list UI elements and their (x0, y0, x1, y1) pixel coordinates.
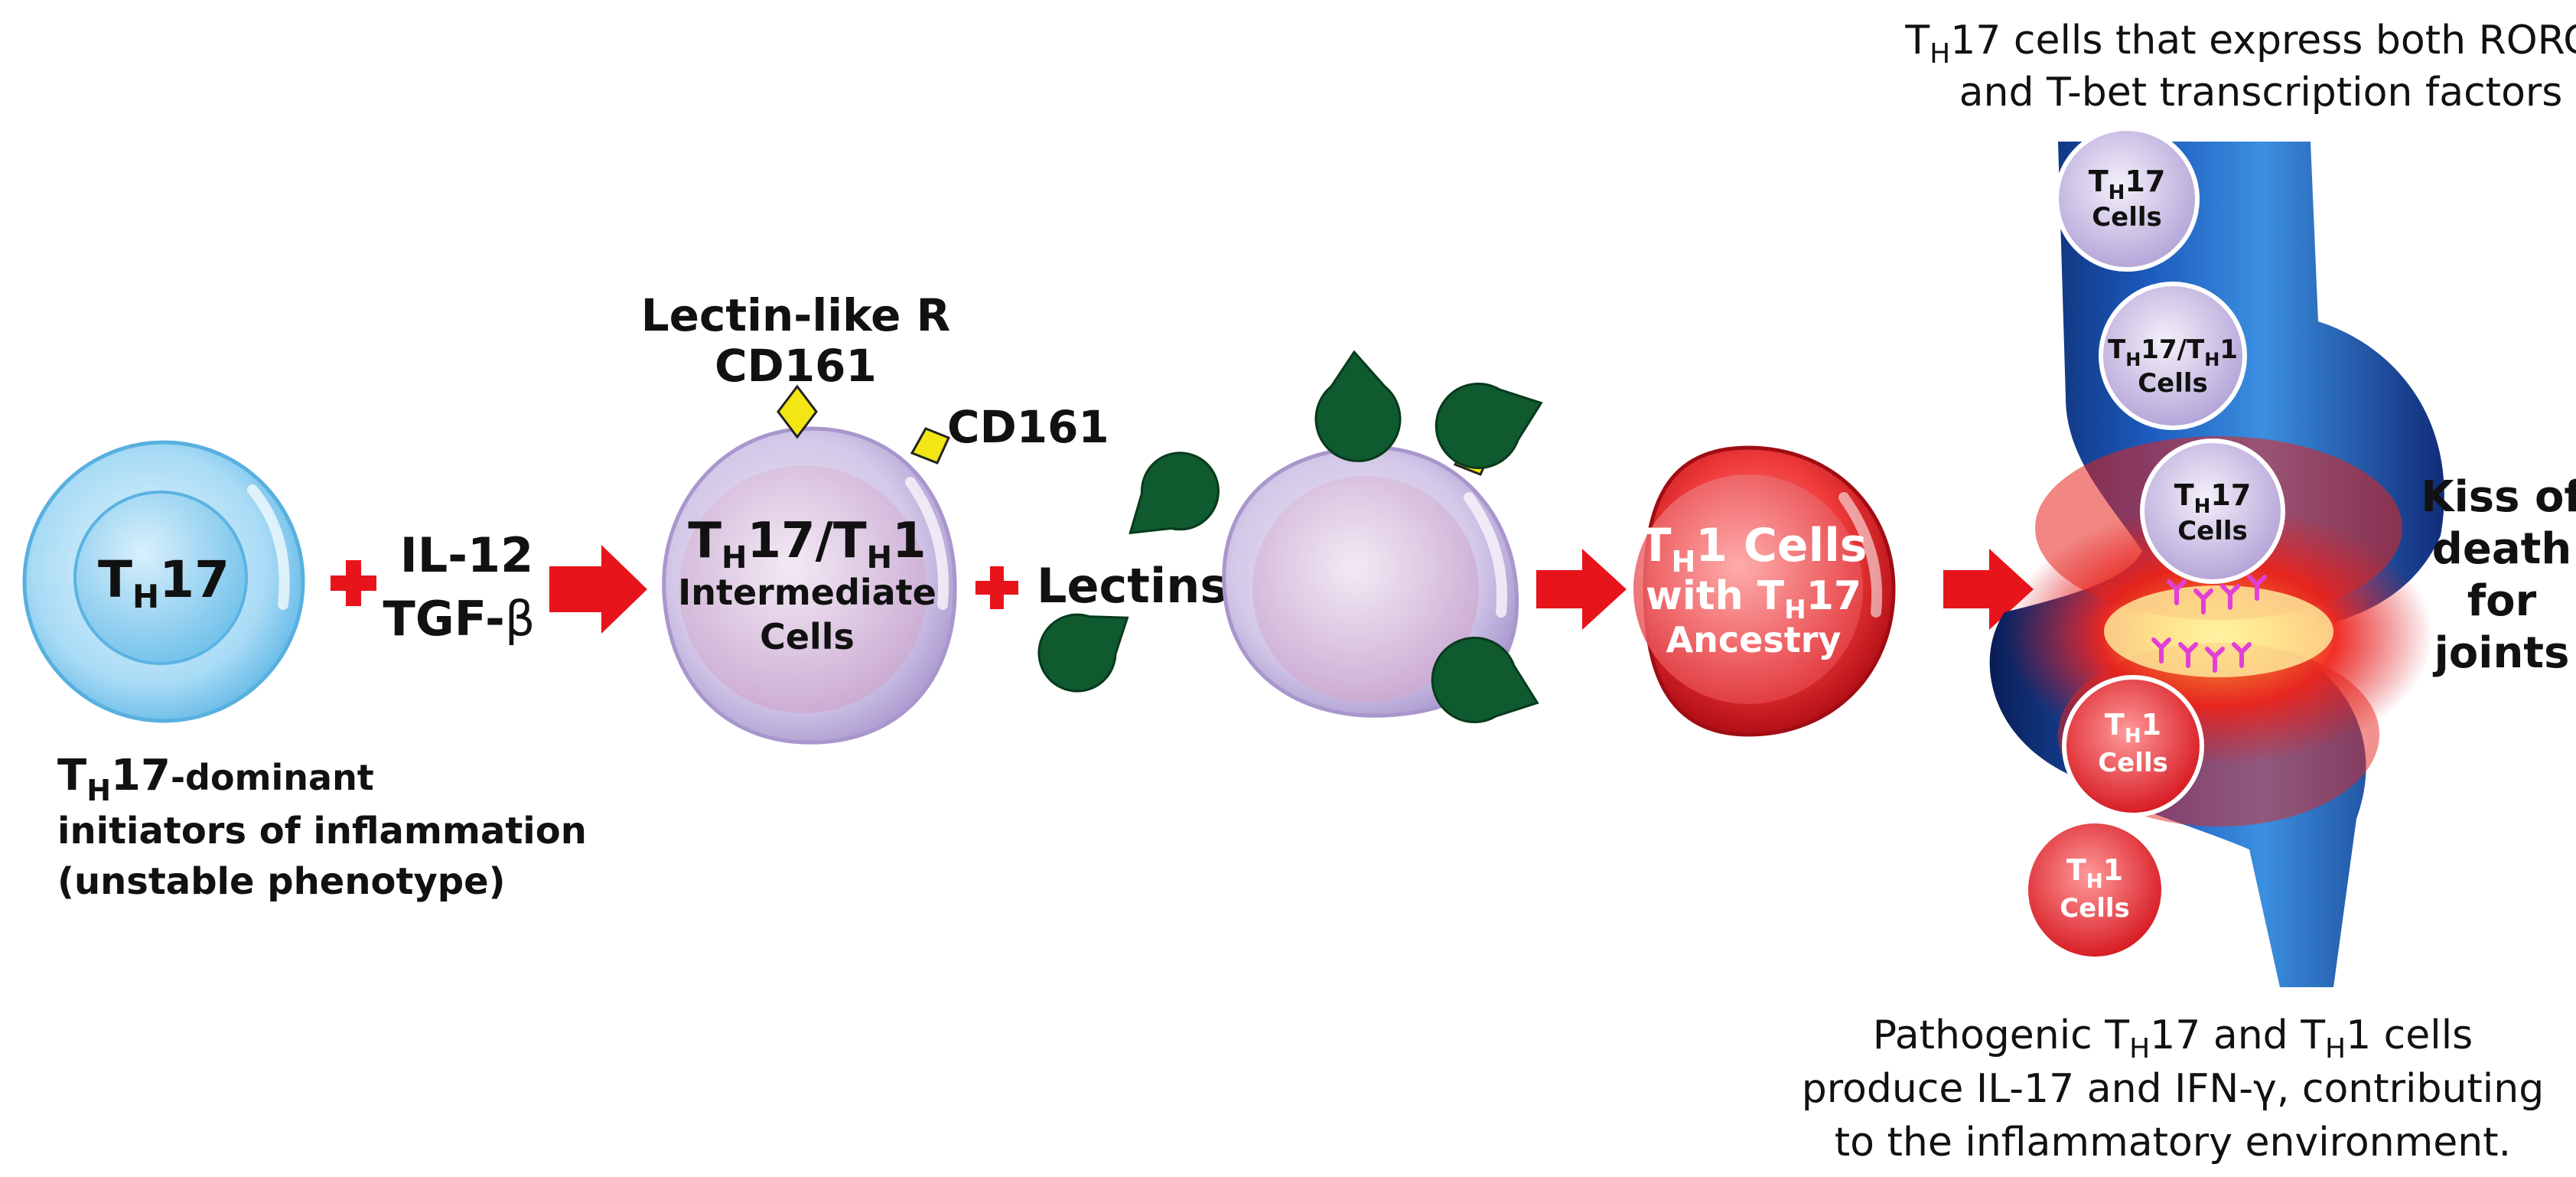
receptor-label-side: CD161 (947, 401, 1109, 453)
plus-icon (975, 566, 1018, 609)
joint-cell-th17-middle: TH17 Cells (2140, 439, 2285, 584)
svg-text:TH1: TH1 (2066, 853, 2123, 893)
lectin-bound-cell (1222, 445, 1519, 718)
stimulus-lectins: Lectins (1037, 558, 1228, 614)
receptor-label-top: Lectin-like R CD161 (641, 289, 951, 392)
svg-text:TGF-β: TGF-β (383, 591, 536, 647)
svg-text:Lectin-like R: Lectin-like R (641, 289, 951, 341)
svg-text:initiators of inflammation: initiators of inflammation (57, 810, 587, 853)
svg-text:CD161: CD161 (715, 340, 877, 392)
lectin-icon (1037, 613, 1129, 693)
lectin-icon (1431, 637, 1539, 724)
joint-cell-th1-upper: TH1 Cells (2062, 675, 2204, 817)
top-caption: TH17 cells that express both RORC2 and T… (1904, 18, 2576, 116)
th17-cell-label: TH17 (98, 550, 230, 615)
intermediate-cell: TH17/TH1 Intermediate Cells (662, 426, 957, 745)
joint-cell-th1-lower: TH1 Cells (2024, 819, 2166, 961)
svg-text:to the inflammatory environmen: to the inflammatory environment. (1835, 1120, 2511, 1166)
arrow-icon (549, 545, 647, 634)
svg-text:TH17: TH17 (2089, 165, 2166, 204)
svg-text:death: death (2432, 524, 2572, 574)
initiator-caption: TH17-dominant initiators of inflammation… (57, 751, 587, 903)
intermediate-cell-label: TH17/TH1 (688, 513, 926, 575)
svg-text:Cells: Cells (2177, 516, 2248, 546)
svg-text:TH1 Cells: TH1 Cells (1640, 519, 1868, 579)
bottom-caption: Pathogenic TH17 and TH1 cells produce IL… (1802, 1012, 2544, 1166)
joint-cell-th17-top: TH17 Cells (2054, 126, 2200, 272)
svg-text:Pathogenic TH17 and TH1 cells: Pathogenic TH17 and TH1 cells (1873, 1012, 2473, 1065)
svg-text:Kiss of: Kiss of (2421, 472, 2576, 522)
svg-text:TH17: TH17 (2174, 478, 2252, 518)
lectin-icon (1128, 452, 1220, 535)
svg-text:and T-bet transcription factor: and T-bet transcription factors (1959, 70, 2563, 116)
kiss-of-death-label: Kiss of death for joints (2421, 472, 2576, 678)
lectin-icon (1314, 350, 1402, 462)
svg-text:Cells: Cells (760, 616, 855, 657)
svg-text:for: for (2467, 576, 2537, 626)
plus-icon (331, 560, 376, 606)
antibody-icons (2151, 575, 2267, 673)
stimulus-il12-tgfb: IL-12 TGF-β (383, 527, 536, 647)
svg-text:Cells: Cells (2138, 368, 2208, 399)
cd161-receptor-icon (910, 427, 951, 465)
svg-text:TH1: TH1 (2105, 708, 2161, 748)
lectin-icon (1435, 382, 1543, 469)
th17-initiator-cell: TH17 (22, 440, 305, 723)
svg-text:Ancestry: Ancestry (1666, 619, 1842, 660)
svg-text:Cells: Cells (2092, 202, 2162, 233)
svg-text:TH17 cells that express both R: TH17 cells that express both RORC2 (1904, 18, 2576, 70)
svg-text:with TH17: with TH17 (1646, 573, 1861, 625)
svg-text:(unstable phenotype): (unstable phenotype) (57, 860, 506, 903)
svg-text:Cells: Cells (2098, 748, 2168, 778)
svg-text:joints: joints (2433, 628, 2570, 678)
th1-ancestry-cell: TH1 Cells with TH17 Ancestry (1633, 445, 1896, 737)
svg-text:TH17-dominant: TH17-dominant (57, 751, 374, 807)
arrow-icon (1536, 549, 1627, 630)
cd161-receptor-icon (777, 384, 818, 439)
svg-text:Cells: Cells (2060, 893, 2130, 924)
svg-text:IL-12: IL-12 (400, 527, 534, 583)
svg-text:TH17/TH1: TH17/TH1 (2108, 334, 2238, 370)
svg-text:Intermediate: Intermediate (678, 572, 936, 613)
joint-cell-th17-th1: TH17/TH1 Cells (2099, 282, 2247, 430)
svg-text:produce IL-17 and IFN-γ, contr: produce IL-17 and IFN-γ, contributing (1802, 1066, 2544, 1112)
